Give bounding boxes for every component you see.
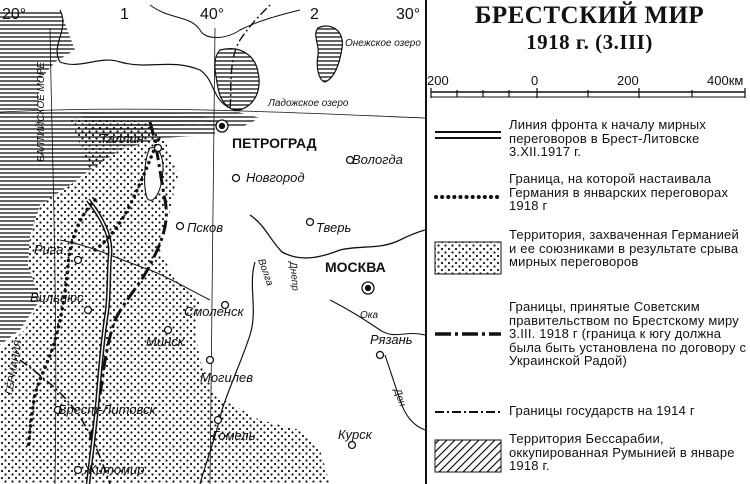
german-border-symbol — [434, 195, 503, 199]
degree-label-30: 30° — [396, 6, 420, 23]
vilnius-marker — [83, 305, 93, 315]
legend-text-german-border: Граница, на которой настаивала Германия … — [509, 171, 729, 213]
brest-label: Брест-Литовск — [58, 402, 156, 417]
front-line-inner — [87, 199, 111, 484]
novgorod-label: Новгород — [246, 170, 305, 185]
state-border-1914 — [19, 359, 111, 484]
kursk-label: Курск — [338, 427, 373, 442]
legend-item-state-border: Границы государств на 1914 г — [427, 404, 750, 424]
legend-text-front-line: Линия фронта к началу мирных переговоров… — [509, 117, 707, 159]
german-claim-border — [26, 198, 97, 452]
brest-peace-border — [88, 121, 168, 441]
front-line-symbol — [435, 131, 501, 139]
degree-label-1: 1 — [120, 6, 129, 23]
finland-coast — [56, 9, 231, 109]
zhitomir-label: Житомир — [83, 462, 144, 477]
minsk-label: Минск — [146, 334, 185, 349]
scale-bar: 200 0 200 400км — [427, 73, 746, 98]
occupied-territory — [0, 118, 330, 484]
petrograd-label: ПЕТРОГРАД — [232, 135, 317, 151]
degree-label-40: 40° — [200, 6, 224, 23]
legend-text-state-border: Границы государств на 1914 г — [509, 403, 695, 418]
lake-onega — [315, 25, 343, 83]
river-volga — [249, 214, 425, 259]
scale-tick-label-4: 400км — [707, 73, 743, 88]
ladoga-label: Ладожское озеро — [267, 98, 349, 109]
tver-marker — [305, 217, 315, 227]
state-border-1914-finland — [229, 4, 271, 109]
riga-marker — [73, 255, 83, 265]
oka-label: Ока — [360, 310, 379, 321]
river-western-dvina — [59, 239, 211, 301]
scale-tick-label-3: 200 — [617, 73, 639, 88]
smolensk-label: Смоленск — [184, 304, 244, 319]
gomel-marker — [213, 415, 223, 425]
vilnius-label: Вильнюс — [30, 290, 84, 305]
vologda-label: Вологда — [352, 152, 403, 167]
river-don — [384, 354, 425, 431]
onega-label: Онежское озеро — [345, 38, 421, 49]
city-markers — [53, 119, 385, 475]
legend-text-accepted-border: Границы, принятые Советским правительств… — [509, 299, 747, 368]
baltic-sea — [0, 10, 215, 345]
riga-label: Рига — [34, 242, 63, 257]
occupied-symbol — [434, 241, 502, 275]
moscow-label: МОСКВА — [325, 259, 386, 275]
degree-label-2: 2 — [310, 6, 319, 23]
pskov-label: Псков — [187, 220, 223, 235]
pskov-marker — [175, 221, 185, 231]
mogilev-marker — [205, 355, 215, 365]
scale-tick-label-1: 200 — [427, 73, 449, 88]
map-title: БРЕСТСКИЙ МИР — [474, 2, 705, 29]
novgorod-marker — [231, 173, 241, 183]
brest-marker — [53, 405, 63, 415]
ryazan-marker — [375, 350, 385, 360]
map-area: 20° 1 40° 2 30° БАЛТИЙСКОЕ МОРЕ ГЕРМАНИЯ… — [0, 4, 425, 484]
parallel-line — [0, 108, 425, 119]
smolensk-marker — [220, 300, 230, 310]
state-border-symbol — [435, 411, 501, 413]
tallin-label: Таллин — [100, 131, 144, 146]
ryazan-label: Рязань — [370, 332, 413, 347]
legend-item-front-line: Линия фронта к началу мирных переговоров… — [427, 118, 750, 168]
legend-text-bessarabia: Территория Бессарабии, оккупированная Ру… — [509, 431, 735, 473]
german-claim-border-north — [93, 138, 160, 252]
legend-item-accepted-border: Границы, принятые Советским правительств… — [427, 300, 750, 400]
map-subtitle: 1918 г. (3.III) — [526, 30, 653, 54]
legend-item-german-border: Граница, на которой настаивала Германия … — [427, 172, 750, 222]
white-sea-shore — [149, 4, 301, 38]
lake-ladoga — [214, 48, 260, 111]
tallin-marker — [153, 143, 163, 153]
degree-label-20: 20° — [2, 6, 26, 23]
tver-label: Тверь — [316, 220, 351, 235]
vologda-marker — [345, 155, 355, 165]
legend-item-occupied: Территория, захваченная Германией и ее с… — [427, 228, 750, 292]
bessarabia-symbol — [434, 439, 502, 473]
mogilev-label: Могилев — [200, 370, 253, 385]
legend-panel: БРЕСТСКИЙ МИР 1918 г. (3.III) 200 0 200 … — [425, 0, 750, 484]
gomel-label: Гомель — [212, 428, 256, 443]
zhitomir-marker — [73, 465, 83, 475]
meridian-line-40 — [209, 27, 216, 484]
kursk-marker — [347, 440, 357, 450]
minsk-marker — [163, 325, 173, 335]
legend-item-bessarabia: Территория Бессарабии, оккупированная Ру… — [427, 432, 750, 480]
baltic-sea-label: БАЛТИЙСКОЕ МОРЕ — [34, 62, 47, 162]
accepted-border-symbol — [435, 332, 501, 336]
river-oka — [329, 299, 425, 336]
scale-tick-label-2: 0 — [531, 73, 538, 88]
legend-text-occupied: Территория, захваченная Германией и ее с… — [509, 227, 739, 269]
dnepr-label: Днепр — [287, 260, 301, 291]
